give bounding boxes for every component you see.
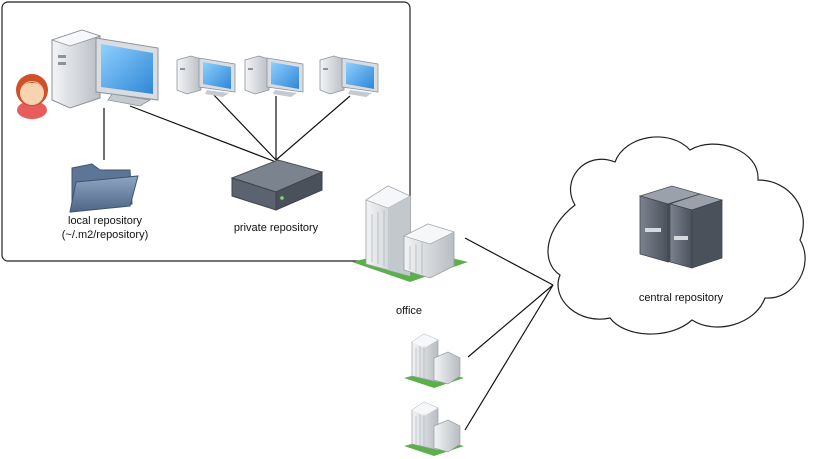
office-building-icon <box>404 401 464 456</box>
office-boundary <box>1 1 411 262</box>
local-repository-label: local repository (~/.m2/repository) <box>30 214 180 242</box>
link-pc3-private <box>275 95 351 161</box>
link-pc1-private <box>211 92 277 161</box>
link-branch2-cloud <box>464 284 554 431</box>
network-server-icon <box>230 159 324 211</box>
computer-icon <box>319 55 379 97</box>
link-workstation-private <box>129 105 277 163</box>
office-label: office <box>395 305 423 317</box>
folder-icon <box>69 163 139 213</box>
link-office-cloud <box>464 237 554 286</box>
local-repository-title: local repository <box>68 215 142 227</box>
computer-icon <box>176 55 236 97</box>
office-building-icon <box>352 185 468 282</box>
office-building-icon <box>404 333 464 388</box>
private-repository-label: private repository <box>233 222 319 234</box>
server-rack-icon <box>638 185 724 269</box>
user-icon <box>16 74 48 119</box>
computer-icon <box>244 55 304 97</box>
central-repository-label: central repository <box>638 292 724 304</box>
link-branch1-cloud <box>467 284 554 358</box>
workstation-icon <box>50 29 159 109</box>
local-repository-path: (~/.m2/repository) <box>61 229 149 241</box>
connections <box>103 92 554 431</box>
